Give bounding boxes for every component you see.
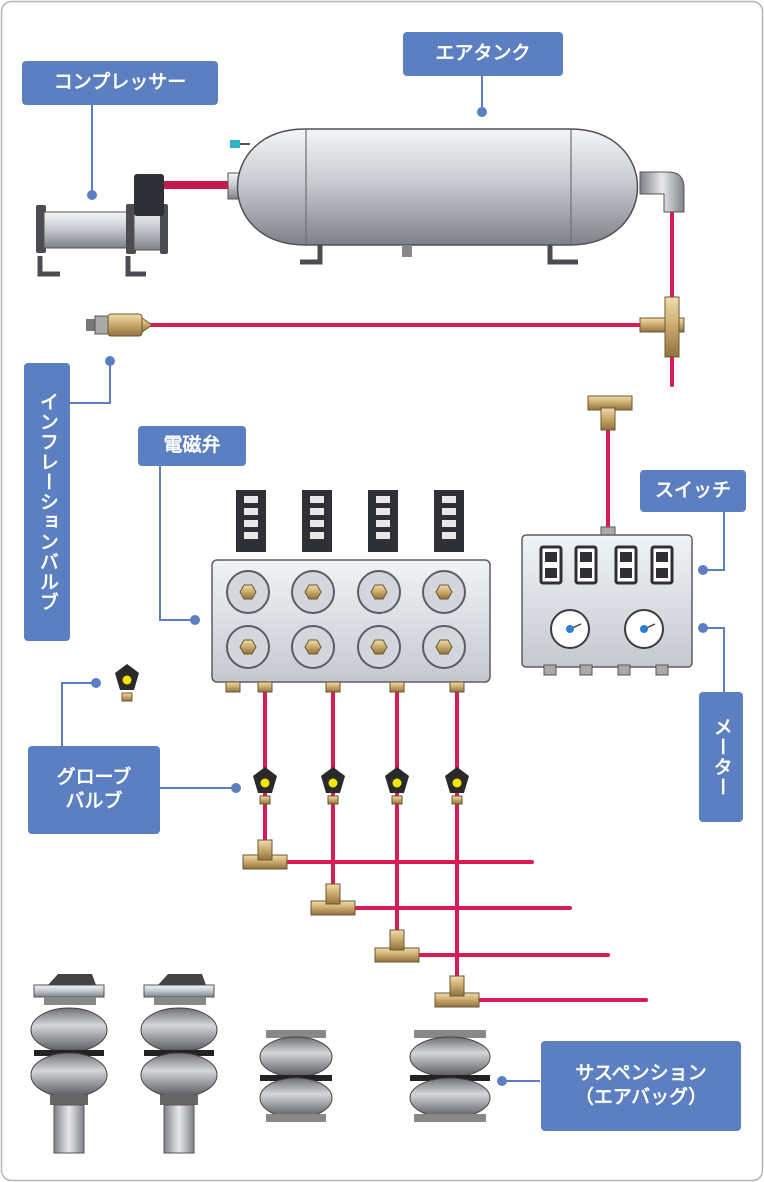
- label-compressor: コンプレッサー: [22, 61, 218, 105]
- compressor-icon: [36, 174, 168, 277]
- label-globe-valve-line2: バルブ: [65, 790, 123, 812]
- inflation-valve-icon: [86, 313, 153, 337]
- air-suspension-icon: [30, 974, 218, 1154]
- air-tank-icon: [227, 128, 685, 265]
- label-meter: メーター: [699, 692, 743, 822]
- t-fitting-icon: [242, 296, 685, 1008]
- label-suspension: サスペンション （エアバッグ）: [541, 1041, 741, 1131]
- label-air-tank: エアタンク: [403, 32, 563, 76]
- label-inflation-valve: インフレーションバルブ: [24, 363, 70, 641]
- switch-meter-panel-icon: [521, 526, 693, 676]
- solenoid-valve-block-icon: [211, 490, 491, 693]
- leader-lines: [61, 76, 725, 1082]
- air-bag-icon: [259, 1030, 491, 1122]
- label-solenoid-valve: 電磁弁: [138, 426, 246, 466]
- leader-dots: [87, 107, 708, 1086]
- label-switch: スイッチ: [640, 470, 746, 512]
- label-globe-valve: グローブ バルブ: [28, 746, 160, 834]
- globe-valve-icon: [115, 664, 469, 805]
- label-globe-valve-line1: グローブ: [56, 766, 132, 789]
- label-suspension-line1: サスペンション: [575, 1062, 707, 1085]
- label-suspension-line2: （エアバッグ）: [574, 1086, 708, 1108]
